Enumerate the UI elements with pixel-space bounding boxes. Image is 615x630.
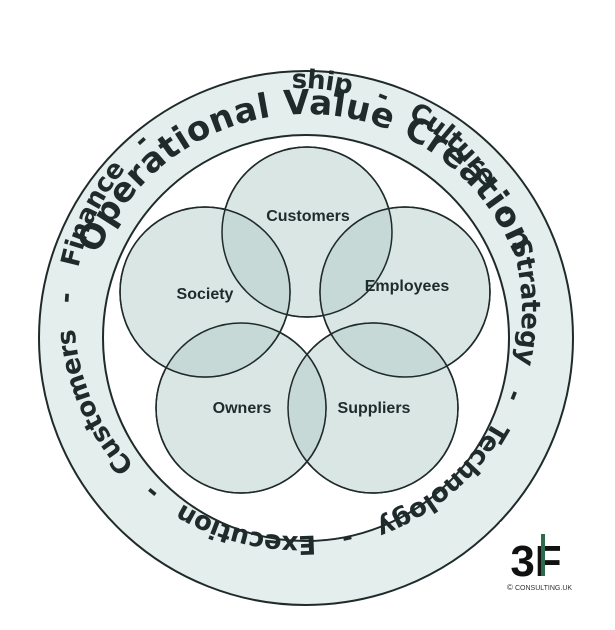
logo-background [500, 522, 572, 594]
label-suppliers: Suppliers [338, 400, 411, 417]
ring-separator: - [51, 261, 86, 330]
outline-customers [221, 146, 393, 318]
label-customers: Customers [266, 208, 350, 225]
label-society: Society [177, 286, 234, 303]
overlap-society-customers [222, 207, 290, 317]
outline-employees [319, 206, 491, 378]
logo-subtitle: CONSULTING.UK [515, 585, 572, 592]
circle-outlines [119, 146, 491, 494]
outline-suppliers [287, 322, 459, 494]
overlap-customers-employees [320, 207, 392, 317]
logo-copyright-symbol: © [507, 583, 513, 592]
ring-lead-space [0, 0, 6, 7]
ring-item: Leadership [0, 0, 358, 101]
outline-society [119, 206, 291, 378]
label-employees: Employees [365, 278, 450, 295]
logo-mark: 3F [510, 537, 561, 586]
logo: 3F © CONSULTING.UK [500, 522, 572, 594]
logo-accent-bar [541, 534, 545, 576]
outline-owners [155, 322, 327, 494]
label-owners: Owners [213, 400, 272, 417]
